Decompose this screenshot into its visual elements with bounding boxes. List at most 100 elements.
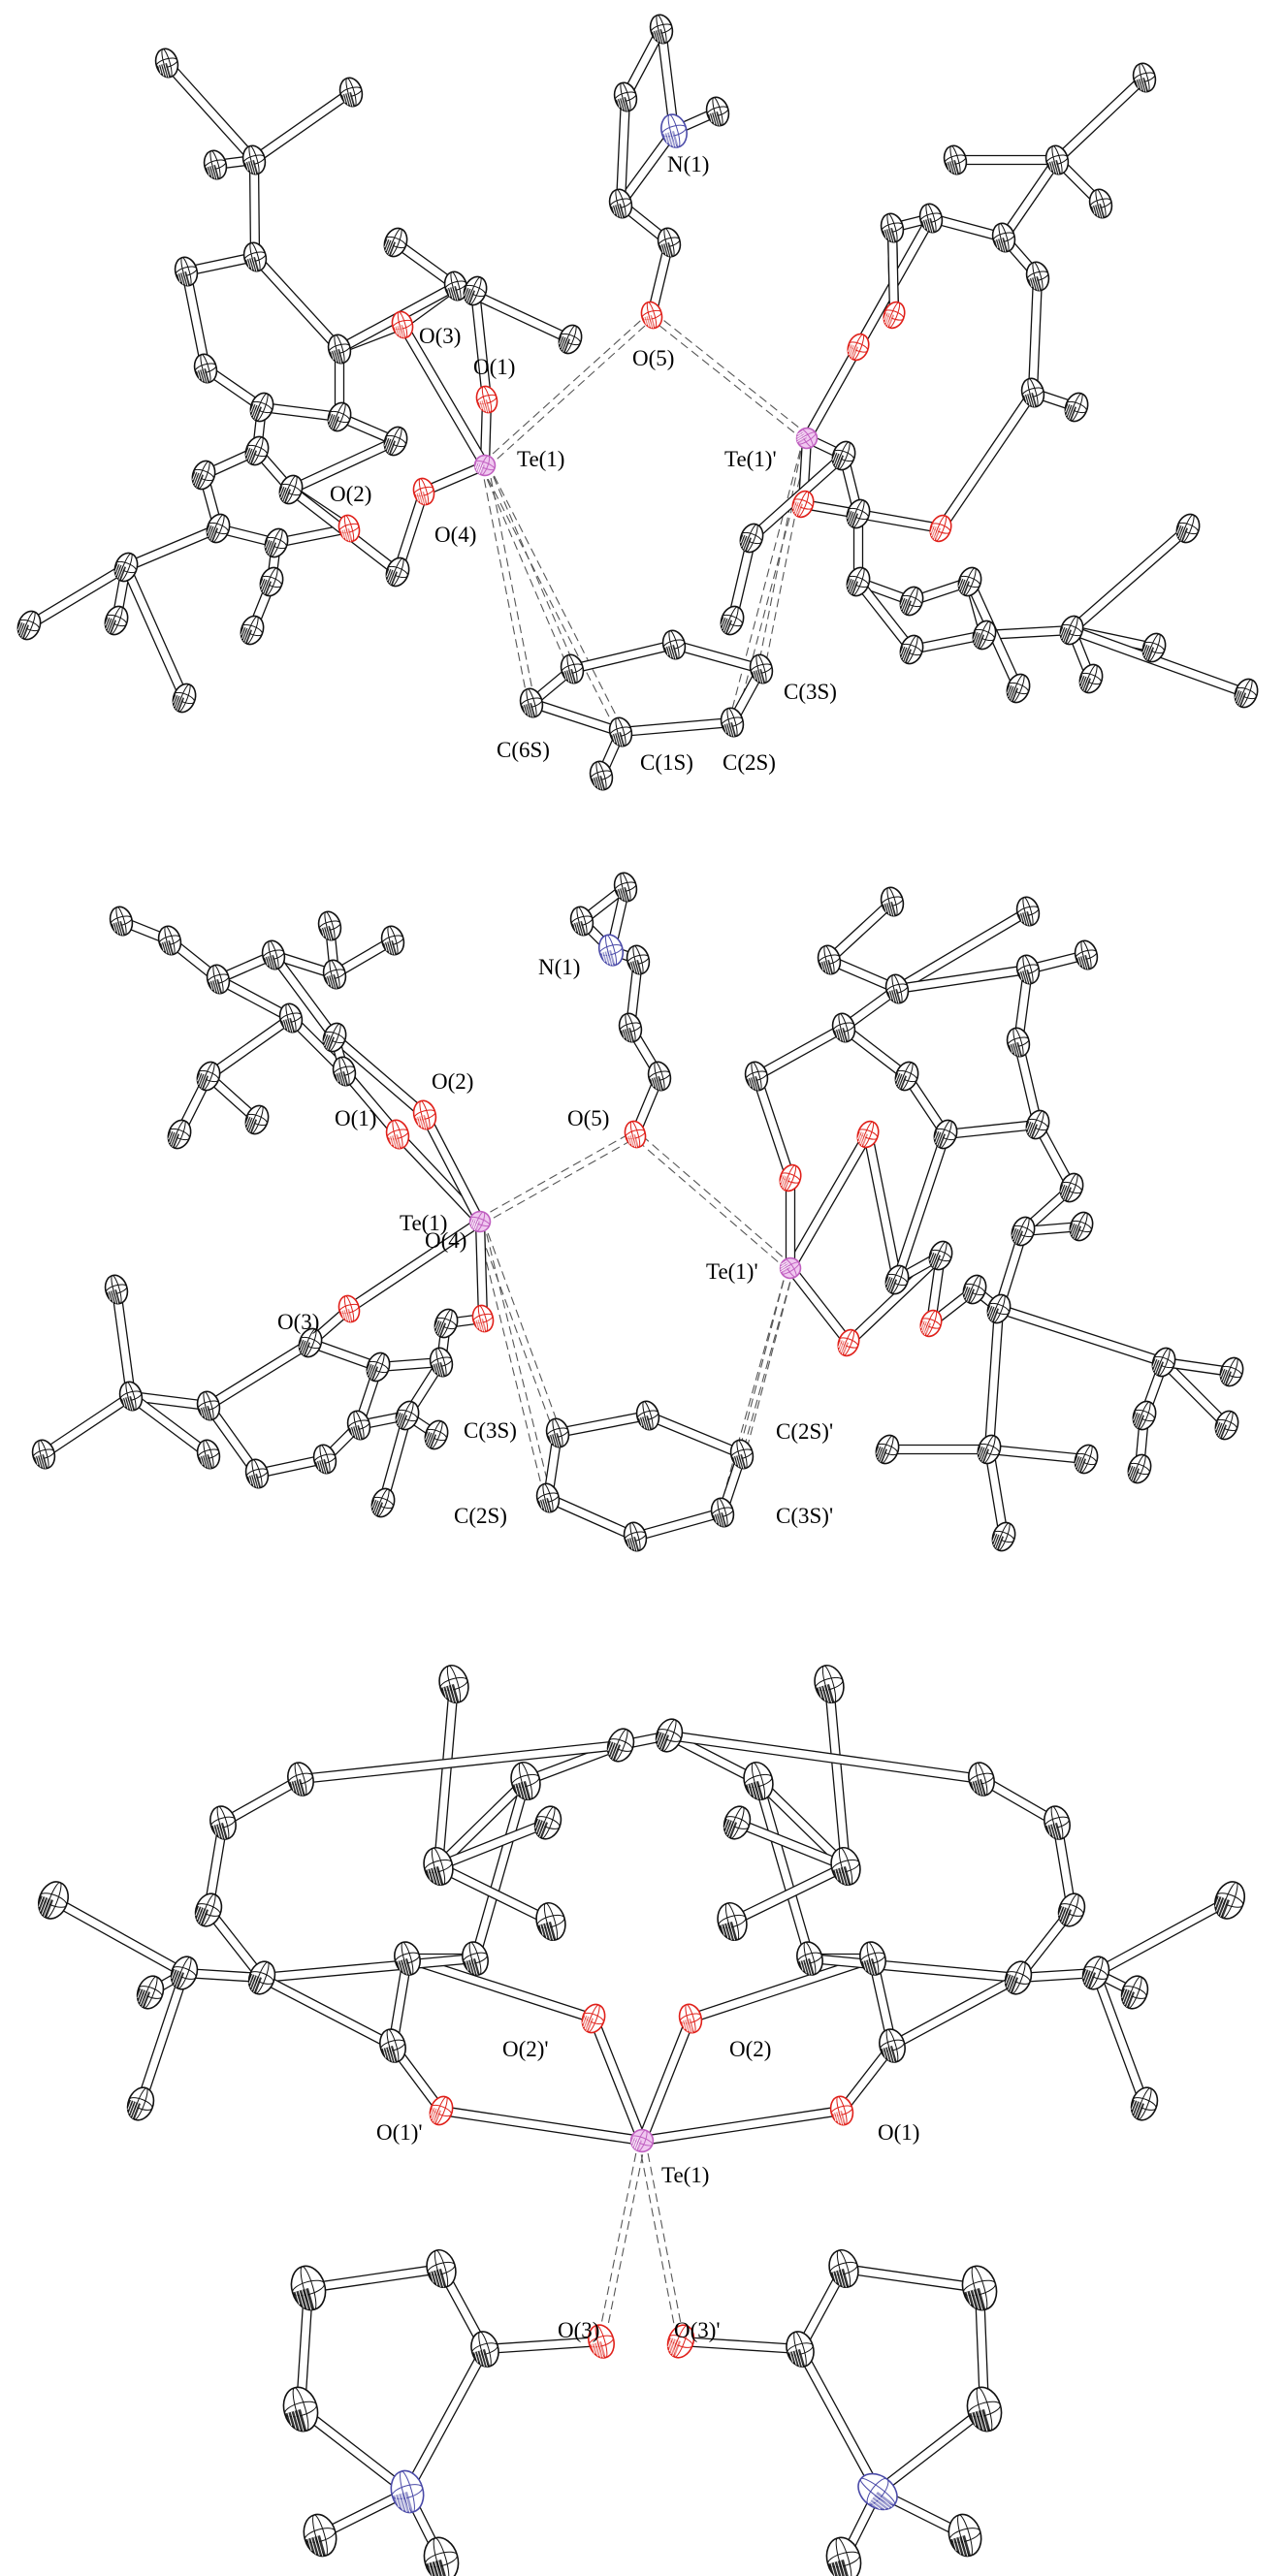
carbon-atom (383, 426, 408, 457)
carbon-atom (196, 1061, 221, 1092)
carbon-atom (385, 557, 410, 588)
bond (632, 1507, 725, 1542)
carbon-atom (264, 527, 289, 558)
oxygen-atom (837, 1328, 860, 1357)
bond (996, 1303, 1167, 1368)
carbon-atom (443, 270, 468, 302)
carbon-atom (928, 1240, 953, 1271)
carbon-atom (661, 629, 687, 660)
carbon-atom (196, 1439, 221, 1470)
carbon-atom (613, 81, 638, 112)
carbon-atom (569, 906, 594, 937)
carbon-atom (1015, 896, 1041, 927)
carbon-atom (322, 959, 347, 990)
carbon-atom (37, 1881, 70, 1920)
bond (795, 2345, 883, 2496)
carbon-atom (1175, 513, 1201, 544)
bond (306, 2263, 443, 2294)
atom-label-c2s-prime: C(2S)' (776, 1419, 834, 1444)
atom-label-c3s: C(3S) (464, 1418, 517, 1443)
panel-bottom-molecule: O(2)' O(2) O(1)' O(1) Te(1) O(3) O(3)' (0, 1590, 1285, 2576)
carbon-atom (470, 2331, 499, 2368)
carbon-atom (395, 1400, 420, 1431)
bond (111, 1288, 137, 1398)
carbon-atom (875, 1434, 900, 1465)
oxygen-atom (391, 310, 414, 339)
bond (205, 1338, 314, 1411)
carbon-atom (1020, 377, 1045, 408)
oxygen-atom (429, 2095, 454, 2126)
carbon-atom (606, 1728, 635, 1763)
carbon-atom (533, 1805, 562, 1840)
bond (862, 1132, 903, 1282)
carbon-atom (535, 1482, 561, 1513)
carbon-atom (720, 707, 745, 738)
carbon-atom (380, 925, 405, 956)
carbon-atom (206, 513, 231, 544)
carbon-atom (423, 2536, 460, 2576)
carbon-atom (170, 1956, 199, 1990)
oxygen-atom (337, 1294, 361, 1323)
carbon-atom (655, 1718, 684, 1753)
molecule-bottom-svg (37, 1664, 1246, 2576)
carbon-atom (647, 1061, 672, 1092)
carbon-atom (884, 1264, 910, 1295)
oxygen-atom (412, 477, 435, 506)
carbon-atom (298, 1327, 323, 1358)
carbon-atom (510, 1761, 541, 1801)
panel-middle-molecule: N(1) O(2) O(1) O(5) Te(1) Te(1)' O(4) O(… (0, 853, 1285, 1590)
carbon-atom (290, 2265, 327, 2311)
carbon-atom (191, 460, 216, 491)
carbon-atom (729, 1439, 755, 1470)
tellurium-atom (473, 454, 497, 477)
atom-label-o1-prime: O(1)' (376, 2120, 423, 2145)
carbon-atom (613, 872, 638, 903)
carbon-atom (744, 1061, 769, 1092)
carbon-atom (1044, 144, 1070, 175)
bond (886, 1444, 990, 1455)
carbon-atom (278, 1002, 304, 1034)
oxygen-atom (581, 2003, 606, 2034)
atom-label-c3s-prime: C(3S)' (776, 1504, 834, 1528)
carbon-atom (241, 144, 267, 175)
atom-label-o2: O(2) (330, 482, 372, 506)
carbon-atom (1004, 1960, 1033, 1995)
carbon-atom (657, 227, 682, 258)
carbon-atom (172, 683, 197, 714)
carbon-atom (1059, 1172, 1084, 1203)
oxygen-atom (471, 1304, 495, 1333)
carbon-atom (828, 2248, 859, 2289)
carbon-atom (830, 1846, 861, 1887)
atom-label-te1: Te(1) (661, 2163, 710, 2187)
carbon-atom (608, 716, 633, 747)
carbon-atom (623, 1521, 648, 1552)
nitrogen-atom (390, 2469, 425, 2514)
carbon-atom (635, 1400, 660, 1431)
oxygen-atom (779, 1163, 802, 1193)
carbon-atom (1064, 392, 1089, 423)
carbon-atom (535, 1901, 566, 1942)
carbon-atom (240, 615, 265, 646)
contact-dashed (757, 437, 811, 670)
carbon-atom (1214, 1410, 1239, 1441)
oxygen-atom (929, 514, 952, 543)
carbon-atom (312, 1444, 337, 1475)
carbon-atom (247, 1960, 276, 1995)
carbon-atom (1081, 1956, 1110, 1990)
carbon-atom (244, 1458, 270, 1489)
carbon-atom (972, 620, 997, 651)
oxygen-atom (678, 2003, 703, 2034)
carbon-atom (948, 2513, 982, 2558)
contact-dashed (632, 1130, 793, 1272)
carbon-atom (560, 653, 585, 684)
contact-dashed (728, 436, 811, 724)
contact-dashed (481, 464, 535, 704)
carbon-atom (1132, 62, 1157, 93)
carbon-atom (626, 944, 651, 975)
carbon-atom (1011, 1216, 1036, 1247)
carbon-atom (429, 1347, 454, 1378)
carbon-atom (126, 2086, 155, 2121)
carbon-atom (259, 566, 284, 597)
bond (588, 2016, 648, 2144)
oxygen-atom (856, 1120, 880, 1149)
